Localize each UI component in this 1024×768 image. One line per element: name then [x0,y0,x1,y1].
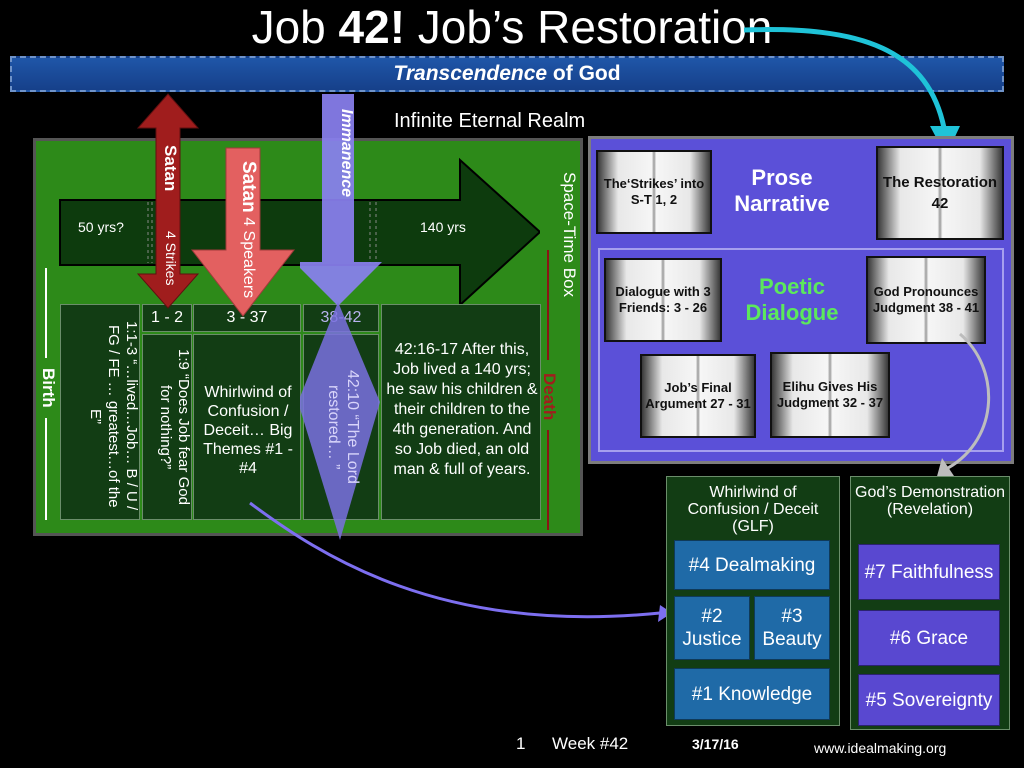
death-marker [547,250,549,530]
column-1-2 [142,334,192,520]
book-god-judgment: God Pronounces Judgment 38 - 41 [866,256,986,344]
title-part2: Job’s Restoration [405,1,773,53]
footer-site: www.idealmaking.org [814,740,947,756]
demonstration-panel-heading: God’s Demonstration (Revelation) [855,484,1005,518]
theme-beauty: #3 Beauty [754,596,830,660]
column-birth [60,304,140,520]
column-header-1-2: 1 - 2 [142,304,192,332]
column-3-37 [193,334,301,520]
transcendence-banner: Transcendence of God [10,56,1004,92]
title-part1: Job [251,1,339,53]
immanence-label: Immanence [338,108,355,198]
book-strikes: The‘Strikes’ into S-T 1, 2 [596,150,712,234]
timeline-arrow [59,157,540,308]
satan-strikes-sub: 4 Strikes [163,230,179,286]
whirlwind-panel-heading: Whirlwind of Confusion / Deceit (GLF) [687,484,819,535]
page-title: Job 42! Job’s Restoration [0,2,1024,52]
death-label: Death [540,373,559,421]
title-bold: 42! [338,1,406,53]
poetic-dialogue-heading: Poetic Dialogue [745,274,839,325]
birth-marker [45,268,47,520]
book-job-final: Job’s Final Argument 27 - 31 [640,354,756,438]
theme-faithfulness: #7 Faithfulness [858,544,1000,600]
satan-speakers-arrow [190,147,296,317]
satan-strikes-label: Satan [161,144,180,192]
judgment-connector-arrow [936,332,990,480]
book-elihu: Elihu Gives His Judgment 32 - 37 [770,352,890,438]
theme-knowledge: #1 Knowledge [674,668,830,720]
banner-italic: Transcendence [393,62,548,85]
timeline-left-label: 50 yrs? [78,219,124,235]
footer-week: Week #42 [552,734,629,753]
column-death [381,304,541,520]
prose-narrative-heading: Prose Narrative [734,165,830,216]
column-1-2-text: 1:9 “Does Job fear God for nothing?” [157,349,192,505]
column-38-42-text: 42:10 “The Lord restored… ” [325,370,361,484]
theme-sovereignty: #5 Sovereignty [858,674,1000,726]
satan-strikes-arrow [136,93,200,309]
column-death-text: 42:16-17 After this, Job lived a 140 yrs… [386,341,538,478]
column-birth-text: 1:1-3 “…lived…Job… B / U / FG / FE … gre… [87,321,140,511]
timeline-right-label: 140 yrs [420,219,466,235]
theme-dealmaking: #4 Dealmaking [674,540,830,590]
immanence-arrow [300,94,382,540]
footer-date: 3/17/16 [692,736,739,752]
infinite-realm-label: Infinite Eternal Realm [394,110,586,132]
space-time-box-label: Space-Time Box [560,172,579,298]
satan-speakers-sub: 4 Speakers [240,217,257,299]
theme-justice: #2 Justice [674,596,750,660]
theme-grace: #6 Grace [858,610,1000,666]
whirlwind-connector-arrow [249,501,670,622]
birth-label: Birth [39,368,58,408]
footer-page-number: 1 [516,734,526,753]
satan-speakers-name: Satan [238,161,259,214]
book-restoration: The Restoration 42 [876,146,1004,240]
banner-rest: of God [547,62,621,85]
book-dialogue-friends: Dialogue with 3 Friends: 3 - 26 [604,258,722,342]
column-3-37-text: Whirlwind of Confusion / Deceit… Big The… [203,384,293,477]
satan-speakers-label: Satan 4 Speakers [228,150,259,310]
